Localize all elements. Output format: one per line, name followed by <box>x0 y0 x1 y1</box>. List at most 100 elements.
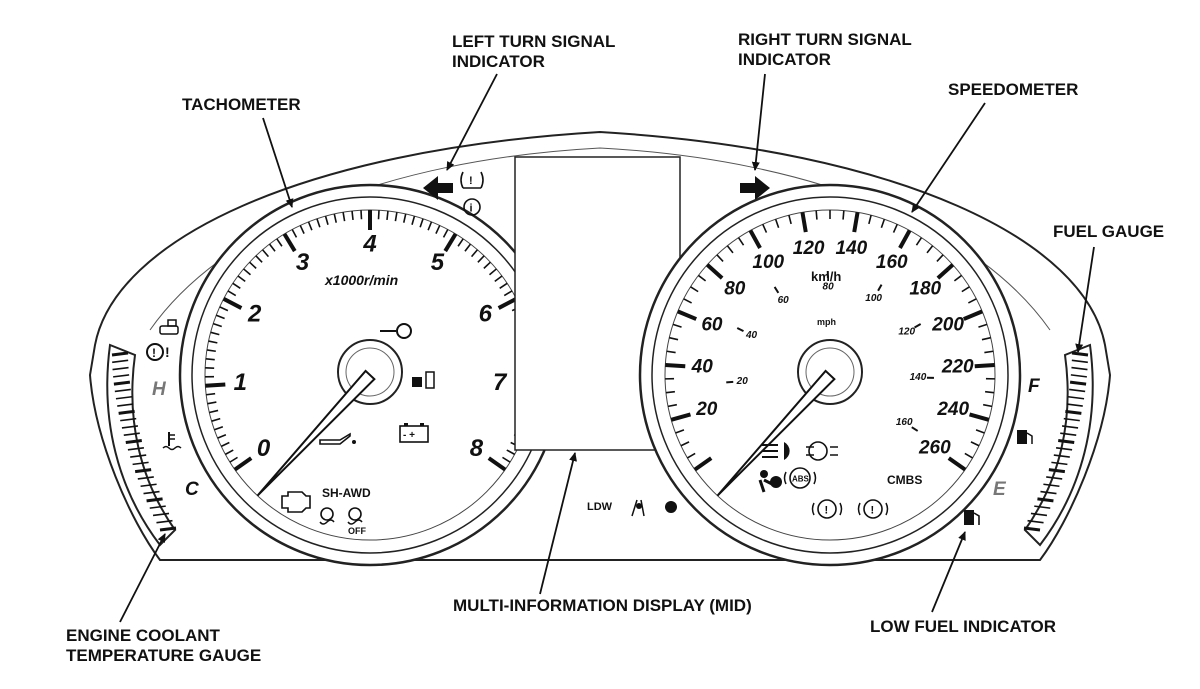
tach-number: 0 <box>257 435 271 462</box>
kmh-number: 60 <box>701 315 723 336</box>
speed-minor-tick <box>788 215 792 225</box>
coolant-tick <box>156 519 173 524</box>
left-turn-signal-callout: LEFT TURN SIGNAL INDICATOR <box>452 32 615 72</box>
tach-major-tick <box>497 297 518 310</box>
tach-minor-tick <box>324 215 329 225</box>
speed-major-tick <box>963 309 983 321</box>
tach-minor-tick <box>215 314 225 320</box>
kmh-number: 160 <box>876 252 908 273</box>
right-turn-leader <box>751 73 766 171</box>
speed-minor-tick <box>964 452 974 459</box>
tach-minor-tick <box>207 401 217 405</box>
tach-number: 3 <box>296 249 310 276</box>
mid-callout-text: MULTI-INFORMATION DISPLAY (MID) <box>453 596 752 615</box>
svg-text:!: ! <box>825 505 829 517</box>
coolant-tick <box>130 454 147 458</box>
coolant-hot-label: H <box>152 379 167 400</box>
tach-minor-tick <box>386 210 389 221</box>
check-engine-icon <box>281 491 311 513</box>
coolant-tick <box>114 388 131 393</box>
tach-minor-tick <box>229 456 238 463</box>
high-beam-icon <box>762 442 790 460</box>
tach-minor-tick <box>237 275 246 283</box>
tach-minor-tick <box>488 268 497 276</box>
speed-major-tick <box>974 363 995 369</box>
coolant-tick <box>159 526 177 532</box>
coolant-tick <box>115 395 133 400</box>
fuel-tick <box>1060 432 1077 437</box>
door-open-icon <box>159 319 179 335</box>
mid-callout: MULTI-INFORMATION DISPLAY (MID) <box>453 596 752 616</box>
mph-tick <box>773 286 780 294</box>
tach-minor-tick <box>261 249 270 258</box>
fog-light-icon <box>806 441 838 461</box>
fuel-tick <box>1048 468 1066 474</box>
coolant-tick <box>132 461 149 466</box>
tach-number: 7 <box>493 369 508 396</box>
mph-number: 80 <box>823 282 835 293</box>
coolant-tick <box>120 417 137 422</box>
airbag-icon <box>758 470 782 493</box>
mid-leader <box>539 452 577 595</box>
coolant-tick <box>117 403 134 407</box>
speed-minor-tick <box>842 210 845 220</box>
fuel-tick <box>1069 380 1087 386</box>
cmbs-label: CMBS <box>887 473 922 487</box>
speed-minor-tick <box>984 350 994 354</box>
coolant-tick <box>118 409 135 415</box>
kmh-number: 140 <box>836 238 868 259</box>
low-fuel-indicator-icon <box>964 510 980 525</box>
mph-number: 160 <box>896 417 913 428</box>
coolant-tick <box>112 366 129 371</box>
tach-major-tick <box>487 456 507 472</box>
tach-minor-tick <box>249 261 257 269</box>
battery-icon: - + <box>399 423 429 443</box>
tach-minor-tick <box>255 255 263 263</box>
svg-text:!: ! <box>152 346 156 360</box>
vsa-off-icon <box>347 507 363 525</box>
svg-text:!: ! <box>165 344 170 360</box>
coolant-tick <box>111 351 129 357</box>
seatbelt-icon <box>412 371 435 389</box>
fuel-tick <box>1065 409 1082 415</box>
kmh-number: 200 <box>931 315 964 336</box>
fuel-tick <box>1053 454 1070 458</box>
coolant-tick <box>127 446 145 451</box>
speed-major-tick <box>968 412 990 422</box>
speed-minor-tick <box>774 218 780 228</box>
fuel-tick <box>1061 425 1079 429</box>
tach-minor-tick <box>307 221 313 231</box>
mph-number: 140 <box>910 372 927 383</box>
fuel-tick <box>1071 359 1088 364</box>
brake-system-icon: ! <box>811 499 843 519</box>
system-message-icon: i <box>463 198 481 216</box>
fuel-tick <box>1043 483 1060 488</box>
fuel-empty-label: E <box>993 479 1007 500</box>
tach-minor-tick <box>211 417 221 422</box>
fuel-tick <box>1058 439 1075 444</box>
fuel-tick <box>1069 388 1086 393</box>
speed-major-tick <box>898 229 912 249</box>
tach-number: 5 <box>431 249 445 276</box>
tachometer-callout: TACHOMETER <box>182 95 301 115</box>
speed-minor-tick <box>665 390 675 394</box>
tach-minor-tick <box>316 218 321 228</box>
oil-pressure-icon <box>319 432 356 445</box>
kmh-number: 40 <box>691 356 714 377</box>
speed-minor-tick <box>953 274 963 282</box>
coolant-callout-line2: TEMPERATURE GAUGE <box>66 646 262 665</box>
speed-minor-tick <box>726 245 734 254</box>
tach-minor-tick <box>464 243 472 252</box>
parking-brake-icon: ! <box>857 499 889 519</box>
kmh-unit-label: km/h <box>811 269 841 284</box>
speed-minor-tick <box>970 441 980 447</box>
tach-minor-tick <box>276 238 283 247</box>
fuel-pump-icon <box>1017 430 1033 444</box>
speed-minor-tick <box>981 336 991 341</box>
tach-minor-tick <box>351 210 354 221</box>
speed-major-tick <box>936 263 955 280</box>
left-turn-leader <box>446 73 498 171</box>
tach-minor-tick <box>224 449 234 456</box>
